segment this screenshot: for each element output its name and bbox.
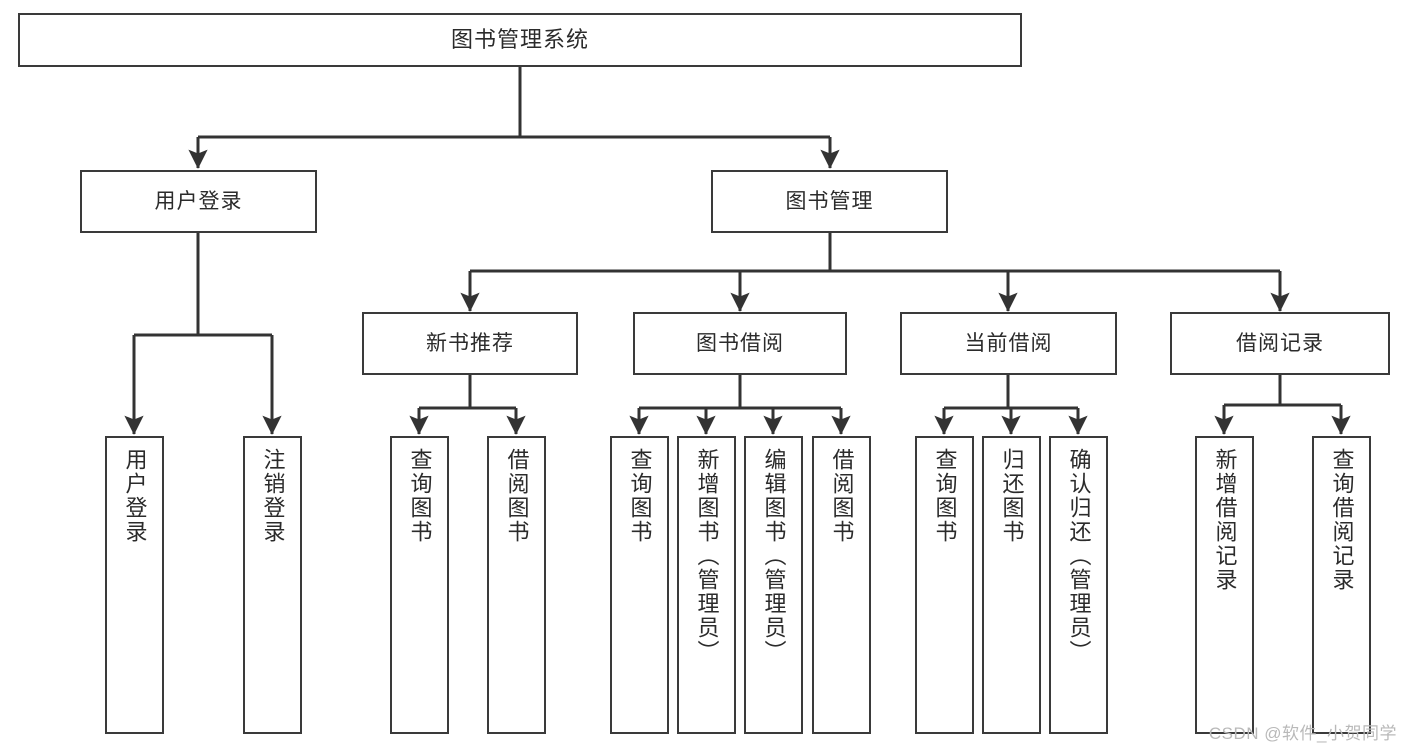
node-leaf-user-login-label: 用户登录 (122, 448, 148, 544)
node-leaf-query-book-3-label: 查询图书 (932, 448, 958, 544)
node-new-book-recommend[interactable]: 新书推荐 (362, 312, 578, 375)
node-root[interactable]: 图书管理系统 (18, 13, 1022, 67)
node-book-borrow-label: 图书借阅 (696, 331, 784, 355)
node-leaf-return-book-label: 归还图书 (999, 448, 1025, 544)
node-leaf-confirm-return[interactable]: 确认归还（管理员） (1049, 436, 1108, 734)
node-leaf-add-record-label: 新增借阅记录 (1212, 448, 1238, 592)
node-leaf-add-book[interactable]: 新增图书（管理员） (677, 436, 736, 734)
node-current-borrow[interactable]: 当前借阅 (900, 312, 1117, 375)
node-borrow-record[interactable]: 借阅记录 (1170, 312, 1390, 375)
node-leaf-borrow-book-2-label: 借阅图书 (829, 448, 855, 544)
node-new-book-recommend-label: 新书推荐 (426, 331, 514, 355)
node-leaf-return-book[interactable]: 归还图书 (982, 436, 1041, 734)
node-book-manage[interactable]: 图书管理 (711, 170, 948, 233)
node-leaf-user-logout[interactable]: 注销登录 (243, 436, 302, 734)
node-leaf-borrow-book-1-label: 借阅图书 (504, 448, 530, 544)
watermark: CSDN @软件_小贺同学 (1208, 724, 1397, 743)
node-leaf-add-record[interactable]: 新增借阅记录 (1195, 436, 1254, 734)
node-leaf-user-logout-label: 注销登录 (260, 448, 286, 544)
node-current-borrow-label: 当前借阅 (964, 331, 1053, 355)
node-leaf-add-book-label: 新增图书（管理员） (694, 448, 720, 664)
node-leaf-borrow-book-2[interactable]: 借阅图书 (812, 436, 871, 734)
node-leaf-query-record[interactable]: 查询借阅记录 (1312, 436, 1371, 734)
node-leaf-confirm-return-label: 确认归还（管理员） (1066, 448, 1092, 664)
node-book-borrow[interactable]: 图书借阅 (633, 312, 847, 375)
node-root-label: 图书管理系统 (450, 26, 589, 52)
node-leaf-query-book-1-label: 查询图书 (407, 448, 433, 544)
node-leaf-query-book-3[interactable]: 查询图书 (915, 436, 974, 734)
node-user-login[interactable]: 用户登录 (80, 170, 317, 233)
node-leaf-query-book-2-label: 查询图书 (627, 448, 653, 544)
node-leaf-query-book-2[interactable]: 查询图书 (610, 436, 669, 734)
node-leaf-borrow-book-1[interactable]: 借阅图书 (487, 436, 546, 734)
node-user-login-label: 用户登录 (154, 189, 243, 213)
node-leaf-query-record-label: 查询借阅记录 (1329, 448, 1355, 592)
node-leaf-edit-book[interactable]: 编辑图书（管理员） (744, 436, 803, 734)
node-leaf-edit-book-label: 编辑图书（管理员） (761, 448, 787, 664)
node-borrow-record-label: 借阅记录 (1236, 331, 1324, 355)
node-book-manage-label: 图书管理 (785, 189, 874, 213)
node-leaf-user-login[interactable]: 用户登录 (105, 436, 164, 734)
node-leaf-query-book-1[interactable]: 查询图书 (390, 436, 449, 734)
